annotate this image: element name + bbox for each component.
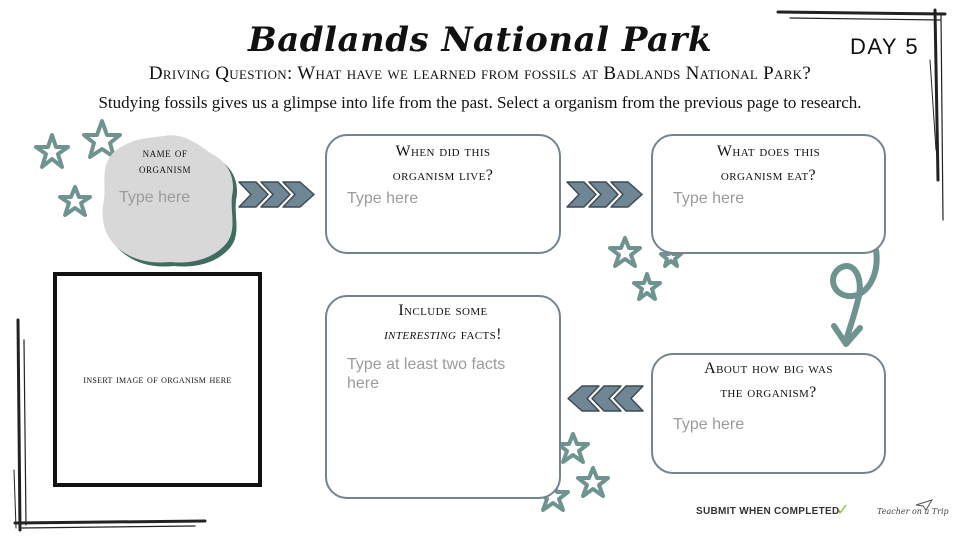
star-icon	[82, 119, 122, 159]
brand-logo-text: Teacher on a Trip	[877, 507, 949, 516]
what-eat-input[interactable]: Type here	[673, 190, 745, 207]
star-icon	[58, 185, 92, 217]
page-title: Badlands National Park	[247, 20, 713, 60]
card-organism-size: About how big was the organism? Type her…	[651, 353, 886, 474]
card-facts-title: Include some interesting facts!	[384, 302, 502, 343]
submit-note: SUBMIT WHEN COMPLETED	[696, 506, 840, 517]
star-icon	[576, 466, 610, 498]
curly-down-arrow-icon	[830, 247, 880, 347]
star-icon	[608, 236, 642, 268]
driving-question: Driving Question: What have we learned f…	[148, 63, 812, 84]
card-size-title: About how big was the organism?	[704, 360, 833, 401]
organism-size-input[interactable]: Type here	[673, 416, 745, 433]
organism-name-input[interactable]: Type here	[119, 189, 191, 206]
stars-decoration-left	[34, 119, 122, 217]
star-icon	[556, 432, 590, 464]
checkmark-icon: ✓	[836, 502, 850, 519]
organism-image-placeholder[interactable]: insert image of organism here	[53, 272, 262, 487]
facts-input[interactable]: Type at least two facts here	[347, 356, 506, 392]
card-when-lived: When did this organism live? Type here	[325, 134, 561, 254]
star-icon	[659, 244, 683, 268]
organism-blob-shape	[102, 135, 238, 267]
chevron-right-arrows-icon	[566, 181, 643, 208]
star-icon	[34, 133, 70, 169]
card-when-lived-title: When did this organism live?	[392, 143, 494, 184]
star-icon	[632, 272, 662, 301]
card-what-eat: What does this organism eat? Type here	[651, 134, 886, 254]
card-what-eat-title: What does this organism eat?	[716, 143, 821, 184]
card-interesting-facts: Include some interesting facts! Type at …	[325, 295, 561, 499]
chevron-left-arrows-icon	[567, 385, 644, 412]
chevron-right-arrows-icon	[238, 181, 315, 208]
paper-plane-icon	[915, 499, 933, 511]
day-label: DAY 5	[850, 34, 920, 59]
stars-decoration-middle	[608, 236, 683, 301]
intro-text: Studying fossils gives us a glimpse into…	[98, 93, 862, 112]
when-lived-input[interactable]: Type here	[347, 190, 419, 207]
image-placeholder-label: insert image of organism here	[83, 372, 232, 386]
organism-name-label: name of organism	[138, 145, 191, 176]
